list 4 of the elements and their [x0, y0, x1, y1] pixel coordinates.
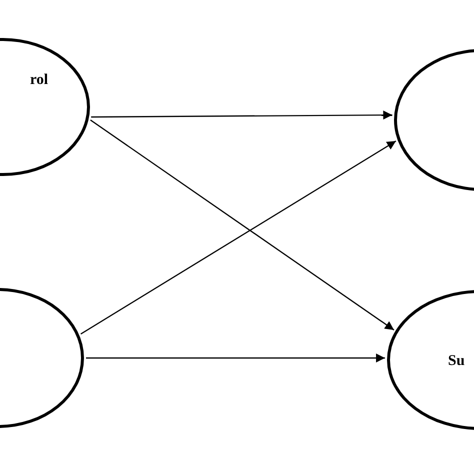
node-label: Su — [448, 353, 465, 370]
node-label: rol — [30, 72, 48, 89]
arrow — [86, 354, 386, 362]
arrow — [91, 110, 392, 120]
